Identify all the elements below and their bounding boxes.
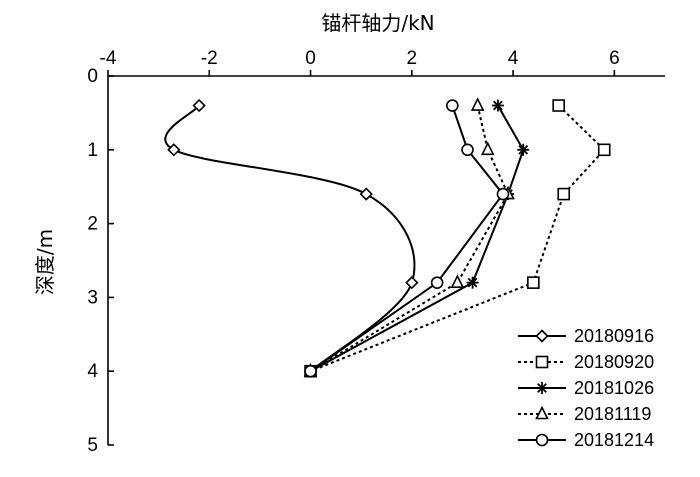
x-tick-label: -2 (201, 48, 218, 69)
diamond-marker (167, 143, 181, 157)
x-tick-label: 4 (508, 48, 519, 69)
series-line (310, 105, 525, 373)
x-tick-label: 6 (609, 48, 620, 69)
series-20181026 (304, 99, 530, 378)
legend-item: 20180916 (518, 326, 654, 346)
y-tick-label: 2 (87, 214, 98, 235)
y-tick-label: 1 (87, 140, 98, 161)
circle-marker (430, 276, 444, 289)
square-marker (527, 276, 540, 289)
y-tick-label: 5 (87, 435, 98, 456)
triangle-marker (535, 405, 549, 420)
legend-label: 20180916 (574, 326, 654, 346)
series-20181214 (304, 99, 510, 378)
circle-marker (304, 364, 317, 378)
square-marker (552, 99, 565, 112)
legend-item: 20181214 (518, 430, 654, 450)
x-tick-label: 0 (305, 48, 316, 69)
circle-marker (496, 187, 510, 201)
triangle-marker (480, 141, 495, 156)
series-line (310, 105, 510, 373)
asterisk-marker (466, 276, 479, 289)
asterisk-marker (517, 143, 530, 156)
x-tick-label: -4 (100, 48, 117, 69)
legend-label: 20181119 (574, 404, 651, 424)
axes: -4 -2 0 2 4 6 0 1 2 3 4 5 (87, 48, 665, 456)
legend-label: 20180920 (574, 352, 654, 372)
legend-label: 20181214 (574, 430, 654, 450)
legend-item: 20181119 (518, 404, 651, 424)
legend: 20180916 20180920 20181026 20181119 20181214 (518, 326, 654, 450)
series-20180916 (164, 98, 419, 378)
asterisk-marker (536, 382, 548, 394)
asterisk-marker (491, 99, 504, 112)
legend-item: 20180920 (518, 352, 654, 372)
square-marker (535, 355, 549, 369)
circle-marker (461, 143, 474, 157)
diamond-marker (192, 98, 206, 113)
legend-item: 20181026 (518, 378, 654, 398)
x-axis-title: 锚杆轴力/kN (321, 11, 434, 35)
series-line (310, 104, 606, 373)
series-layer (164, 97, 611, 378)
y-axis-title: 深度/m (33, 229, 57, 295)
x-tick-label: 2 (407, 48, 418, 69)
diamond-marker (405, 276, 419, 290)
y-tick-label: 3 (87, 287, 98, 308)
y-tick-label: 0 (87, 66, 98, 87)
diamond-marker (359, 187, 373, 201)
circle-marker (446, 99, 459, 112)
circle-marker (535, 433, 549, 447)
square-marker (557, 187, 571, 201)
series-line (309, 105, 505, 373)
diamond-marker (535, 329, 549, 343)
y-tick-label: 4 (87, 361, 98, 382)
triangle-marker (470, 97, 485, 111)
legend-label: 20181026 (574, 378, 654, 398)
triangle-marker (450, 274, 465, 288)
square-marker (597, 143, 611, 157)
